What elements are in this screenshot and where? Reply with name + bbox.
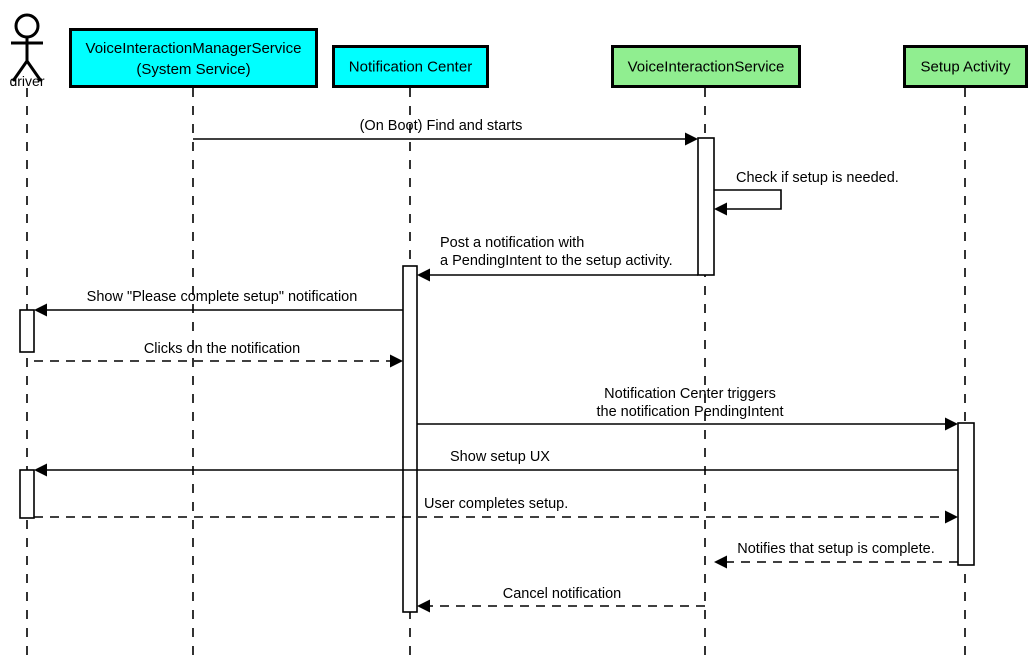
participant-notification-center[interactable]: Notification Center (332, 45, 489, 88)
message-label-msg-user-completes-setup: User completes setup. (424, 496, 568, 512)
participant-label-driver: driver (9, 73, 44, 89)
message-msg-post-notification: Post a notification with a PendingIntent … (417, 235, 698, 282)
message-msg-check-setup: Check if setup is needed. (714, 170, 899, 216)
participant-box-notification-center[interactable] (332, 45, 489, 88)
arrowhead-msg-cancel-notification (417, 599, 430, 613)
activation-bar-setup-activity (957, 422, 975, 566)
message-msg-show-notification: Show "Please complete setup" notificatio… (34, 289, 403, 317)
participant-label-vims-line1: VoiceInteractionManagerService (86, 40, 302, 57)
message-label-msg-show-notification: Show "Please complete setup" notificatio… (87, 289, 358, 305)
activation-bar-voice-interaction-service (697, 137, 715, 276)
message-label-msg-cancel-notification: Cancel notification (503, 586, 622, 602)
message-label-msg-post-notification-line1: Post a notification with (440, 235, 584, 251)
participant-driver[interactable]: driver (9, 13, 45, 89)
arrowhead-msg-clicks-notification (390, 354, 403, 368)
participant-label-setup-activity: Setup Activity (920, 58, 1011, 75)
message-msg-notifies-setup-complete: Notifies that setup is complete. (714, 541, 958, 569)
arrowhead-msg-user-completes-setup (945, 510, 958, 524)
arrowhead-msg-post-notification (417, 268, 430, 282)
message-label-msg-check-setup: Check if setup is needed. (736, 170, 899, 186)
participant-setup-activity[interactable]: Setup Activity (903, 45, 1028, 88)
message-label-msg-clicks-notification: Clicks on the notification (144, 341, 300, 357)
activation-bar-notification-center (402, 265, 418, 613)
arrowhead-msg-show-notification (34, 303, 47, 317)
activation-bar-driver (19, 469, 35, 519)
message-msg-on-boot: (On Boot) Find and starts (193, 118, 698, 146)
actor-head-icon (14, 13, 40, 39)
message-label-msg-trigger-pendingintent-line1: Notification Center triggers (604, 386, 776, 402)
message-msg-show-setup-ux: Show setup UX (34, 449, 958, 477)
participants-group: driver VoiceInteractionManagerService (Sys… (9, 13, 1028, 89)
arrowhead-msg-check-setup (714, 202, 727, 216)
actor-body-icon (11, 37, 43, 82)
message-label-msg-trigger-pendingintent-line2: the notification PendingIntent (596, 404, 783, 420)
arrowhead-msg-on-boot (685, 132, 698, 146)
participant-label-notification-center: Notification Center (349, 58, 472, 75)
arrowhead-msg-notifies-setup-complete (714, 555, 727, 569)
message-label-msg-notifies-setup-complete: Notifies that setup is complete. (737, 541, 934, 557)
arrowhead-msg-trigger-pendingintent (945, 417, 958, 431)
participant-label-vims-line2: (System Service) (136, 61, 250, 78)
message-label-msg-on-boot: (On Boot) Find and starts (360, 118, 523, 134)
activation-bar-driver (19, 309, 35, 353)
participant-voice-interaction-service[interactable]: VoiceInteractionService (611, 45, 801, 88)
message-msg-user-completes-setup: User completes setup. (34, 496, 958, 524)
participant-vims[interactable]: VoiceInteractionManagerService (System Se… (69, 28, 318, 88)
message-msg-trigger-pendingintent: Notification Center triggers the notifica… (417, 386, 958, 431)
participant-box-voice-interaction-service[interactable] (611, 45, 801, 88)
message-msg-clicks-notification: Clicks on the notification (34, 341, 403, 368)
message-line-msg-check-setup (714, 189, 782, 210)
activation-bars-group (19, 137, 975, 613)
message-msg-cancel-notification: Cancel notification (417, 586, 705, 613)
participant-box-vims[interactable] (69, 28, 318, 88)
arrowhead-msg-show-setup-ux (34, 463, 47, 477)
message-label-msg-show-setup-ux: Show setup UX (450, 449, 550, 465)
participant-box-setup-activity[interactable] (903, 45, 1028, 88)
participant-label-voice-interaction-service: VoiceInteractionService (628, 58, 785, 75)
message-label-msg-post-notification-line2: a PendingIntent to the setup activity. (440, 253, 673, 269)
